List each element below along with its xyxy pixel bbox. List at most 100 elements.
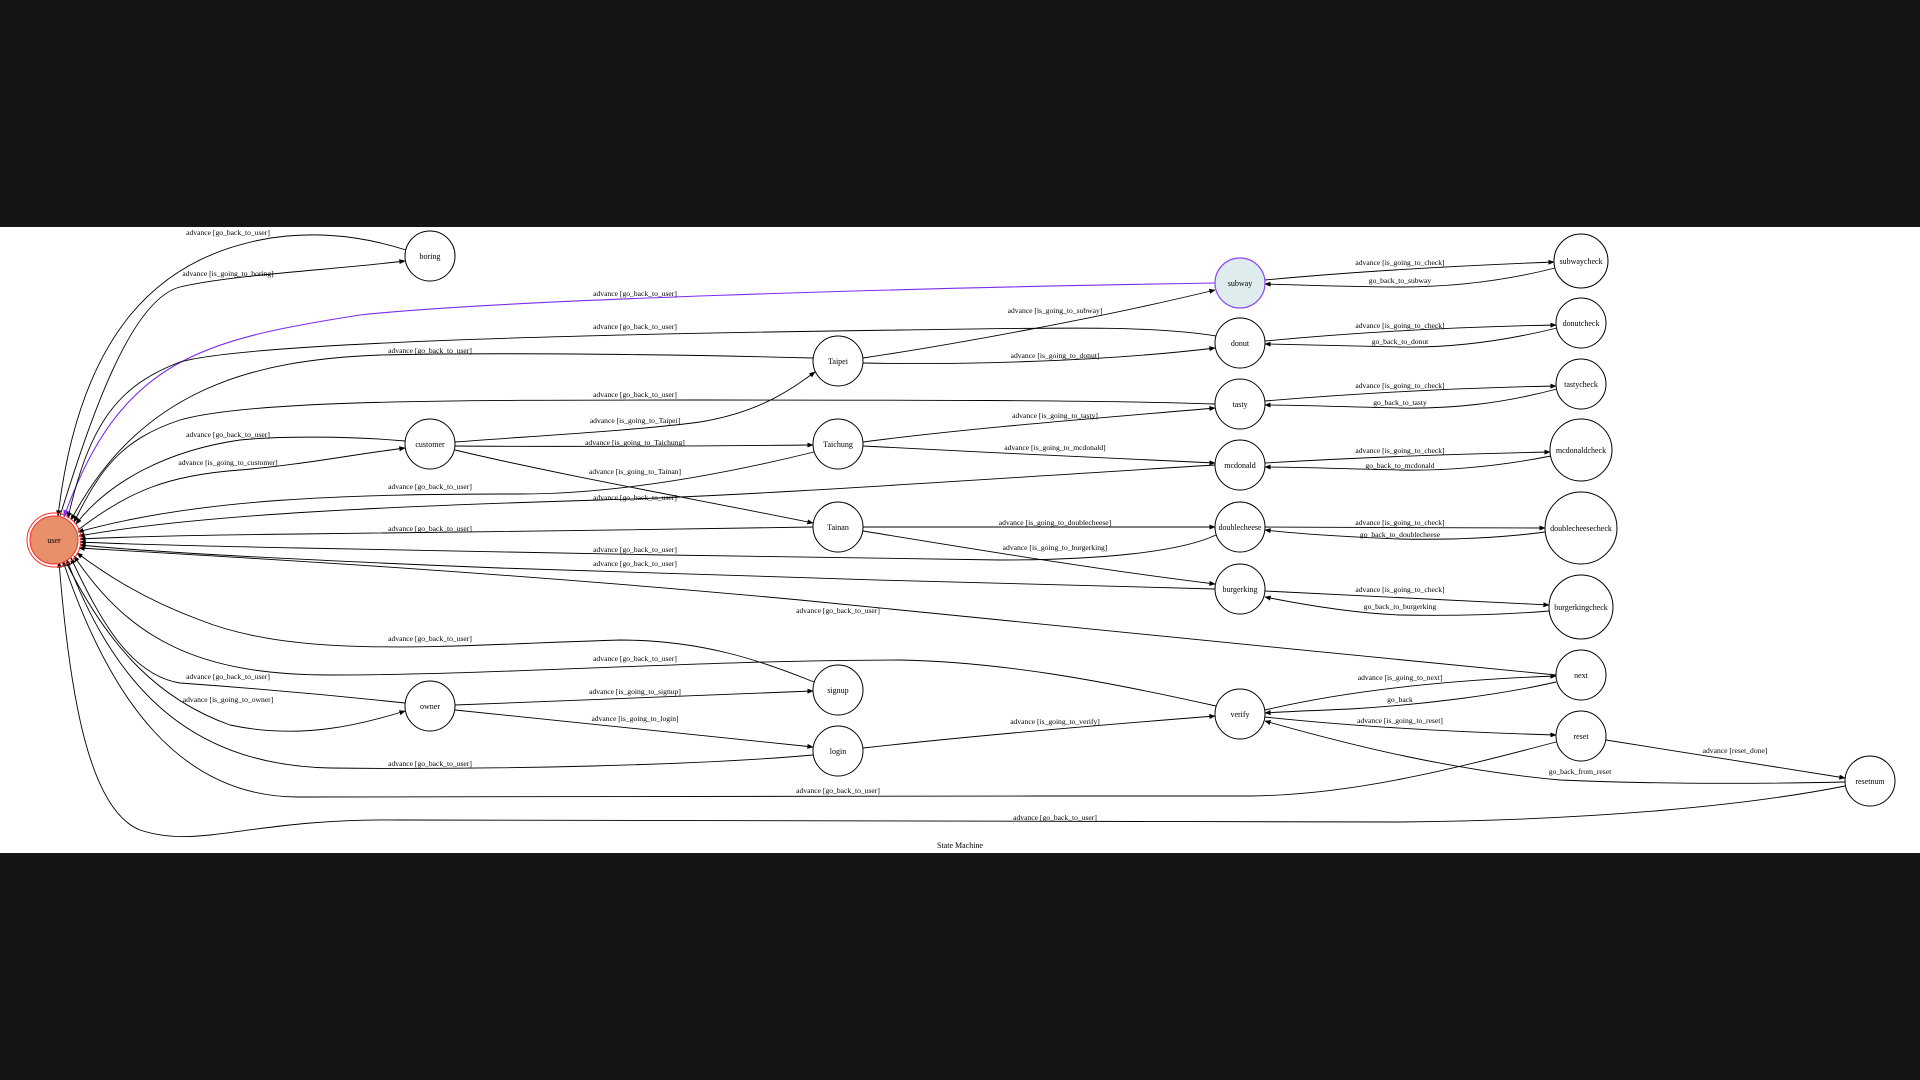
state-circle: [1214, 688, 1266, 740]
edge-mcdonaldcheck-to-mcdonald: go_back_to_mcdonald: [1264, 455, 1552, 471]
edge-burgerkingcheck-to-burgerking: go_back_to_burgerking: [1264, 595, 1550, 616]
state-node-mcdonald[interactable]: mcdonald: [1214, 439, 1266, 491]
state-node-burgerking[interactable]: burgerking: [1214, 563, 1266, 615]
state-label: mcdonaldcheck: [1556, 446, 1606, 455]
edge-label: go_back_to_mcdonald: [1365, 461, 1434, 470]
state-node-customer[interactable]: customer: [404, 418, 456, 470]
edge-line: [1264, 322, 1557, 342]
state-label: signup: [827, 686, 848, 695]
state-node-signup[interactable]: signup: [812, 664, 864, 716]
state-circle: [1214, 317, 1266, 369]
edge-label: advance [is_going_to_login]: [591, 714, 678, 723]
edge-label: advance [go_back_to_user]: [388, 346, 472, 355]
nodes-layer: user boring customer owner TaipeiTaichungTai…: [26, 230, 1896, 807]
state-circle: [1555, 358, 1607, 410]
state-circle: [1214, 257, 1266, 309]
edge-login-to-user: advance [go_back_to_user]: [66, 559, 814, 769]
state-node-login[interactable]: login: [812, 725, 864, 777]
edge-line: [454, 449, 814, 525]
edge-line: [77, 451, 815, 533]
edge-mcdonald-to-mcdonaldcheck: advance [is_going_to_check]: [1264, 446, 1551, 464]
edge-label: advance [go_back_to_user]: [593, 654, 677, 663]
edge-line: [79, 543, 1216, 590]
state-label: customer: [415, 440, 445, 449]
state-circle: [1214, 563, 1266, 615]
edge-line: [862, 713, 1216, 749]
state-label: owner: [420, 702, 440, 711]
state-node-user[interactable]: user: [26, 512, 82, 568]
state-node-donut[interactable]: donut: [1214, 317, 1266, 369]
state-node-subway[interactable]: subway: [1214, 257, 1266, 309]
edge-label: advance [is_going_to_check]: [1355, 585, 1444, 594]
state-circle: [1555, 297, 1607, 349]
edge-tasty-to-user: advance [go_back_to_user]: [73, 390, 1216, 523]
edge-line: [1264, 327, 1558, 348]
state-node-verify[interactable]: verify: [1214, 688, 1266, 740]
edge-line: [79, 526, 814, 542]
state-circle: [1549, 418, 1613, 482]
edge-line: [78, 464, 1216, 538]
state-circle: [1214, 378, 1266, 430]
state-node-Tainan[interactable]: Tainan: [812, 501, 864, 553]
state-label: resetnum: [1855, 777, 1885, 786]
edge-line: [1605, 739, 1846, 780]
state-label: Taipei: [828, 357, 849, 366]
state-node-tastycheck[interactable]: tastycheck: [1555, 358, 1607, 410]
edge-line: [73, 555, 1217, 707]
edge-line: [862, 405, 1216, 443]
state-node-doublecheese[interactable]: doublecheese: [1214, 501, 1266, 553]
state-node-mcdonaldcheck[interactable]: mcdonaldcheck: [1549, 418, 1613, 482]
edge-line: [862, 346, 1216, 364]
state-node-next[interactable]: next: [1555, 649, 1607, 701]
state-label: subway: [1228, 279, 1252, 288]
state-node-doublecheesecheck[interactable]: doublecheesecheck: [1544, 491, 1618, 565]
state-node-donutcheck[interactable]: donutcheck: [1555, 297, 1607, 349]
state-label: mcdonald: [1224, 461, 1256, 470]
edge-label: advance [is_going_to_check]: [1355, 381, 1444, 390]
edge-subwaycheck-to-subway: go_back_to_subway: [1264, 267, 1556, 288]
edge-label: advance [go_back_to_user]: [593, 289, 677, 298]
edge-user-to-boring: advance [is_going_to_boring]: [59, 259, 406, 517]
edge-label: go_back_to_subway: [1369, 276, 1432, 285]
state-node-resetnum[interactable]: resetnum: [1844, 755, 1896, 807]
state-label: Tainan: [827, 523, 849, 532]
edge-line: [862, 288, 1216, 359]
edge-line: [454, 688, 814, 706]
state-node-subwaycheck[interactable]: subwaycheck: [1553, 233, 1609, 289]
state-node-Taichung[interactable]: Taichung: [812, 418, 864, 470]
edge-line: [59, 259, 406, 517]
state-label: subwaycheck: [1559, 257, 1602, 266]
edge-subway-to-user: advance [go_back_to_user]: [63, 282, 1216, 518]
state-label: donutcheck: [1563, 319, 1600, 328]
state-node-tasty[interactable]: tasty: [1214, 378, 1266, 430]
edge-label: advance [go_back_to_user]: [593, 545, 677, 554]
edge-doublecheese-to-user: advance [go_back_to_user]: [79, 534, 1217, 561]
edge-label: go_back_to_tasty: [1373, 398, 1427, 407]
state-circle: [812, 725, 864, 777]
edge-label: advance [is_going_to_mcdonald]: [1004, 443, 1105, 452]
edge-line: [1264, 383, 1557, 402]
edge-line: [63, 282, 1216, 518]
state-node-boring[interactable]: boring: [404, 230, 456, 282]
state-node-burgerkingcheck[interactable]: burgerkingcheck: [1548, 574, 1614, 640]
edge-label: advance [is_going_to_verify]: [1010, 717, 1100, 726]
edge-label: advance [is_going_to_doublecheese]: [999, 518, 1111, 527]
edge-line: [66, 327, 1217, 519]
edge-donutcheck-to-donut: go_back_to_donut: [1264, 327, 1558, 348]
state-circle: [404, 418, 456, 470]
edge-Taichung-to-mcdonald: advance [is_going_to_mcdonald]: [862, 443, 1216, 466]
edge-next-to-user: advance [go_back_to_user]: [78, 545, 1557, 676]
edge-line: [1264, 673, 1557, 711]
edge-line: [62, 560, 1557, 798]
edge-line: [75, 436, 406, 525]
state-node-Taipei[interactable]: Taipei: [812, 335, 864, 387]
edge-tastycheck-to-tasty: go_back_to_tasty: [1264, 388, 1558, 409]
edge-reset-to-resetnum: advance [reset_done]: [1605, 739, 1846, 780]
edge-doublecheesecheck-to-doublecheese: go_back_to_doublecheese: [1264, 528, 1546, 540]
state-circle: [812, 664, 864, 716]
edge-line: [1264, 595, 1550, 616]
state-node-owner[interactable]: owner: [404, 680, 456, 732]
edge-Taichung-to-user: advance [go_back_to_user]: [77, 451, 815, 533]
state-node-reset[interactable]: reset: [1555, 710, 1607, 762]
